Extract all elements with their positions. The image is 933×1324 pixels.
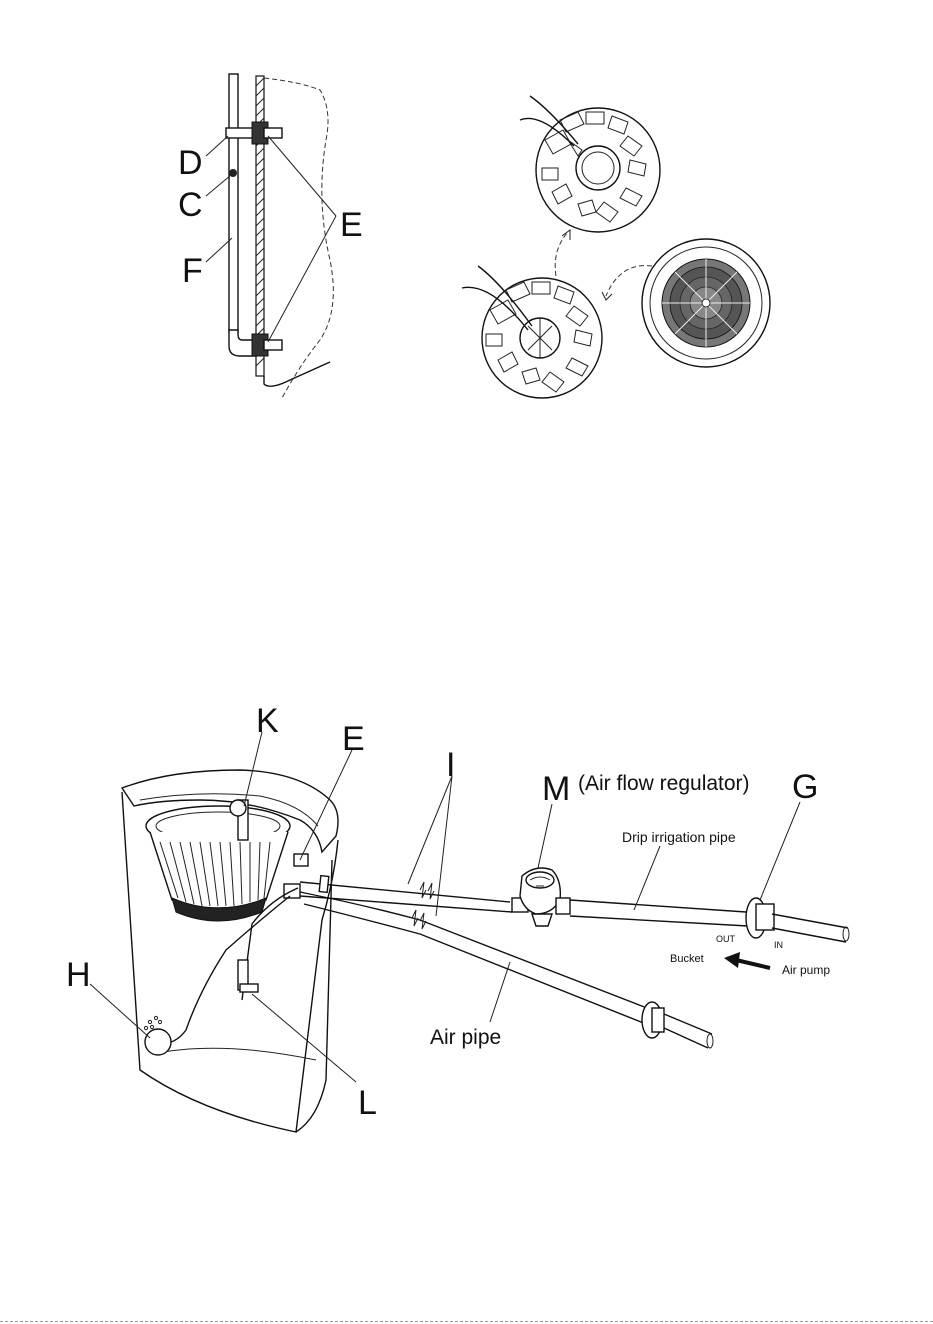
air-pipe-grommet xyxy=(642,1002,664,1038)
label-m-desc: (Air flow regulator) xyxy=(578,772,750,795)
leader-f xyxy=(206,238,232,262)
label-out: OUT xyxy=(716,934,736,944)
leader-d xyxy=(206,136,228,156)
leader-g xyxy=(760,802,800,900)
magnifier-upper xyxy=(520,96,660,232)
label-i: I xyxy=(446,746,455,784)
bucket-bottom xyxy=(264,362,330,386)
label-e-bottom: E xyxy=(342,720,365,758)
regulator-m xyxy=(512,868,570,926)
flow-arrow xyxy=(736,960,770,968)
label-l: L xyxy=(358,1084,377,1122)
assembly-figure: K E I M (Air flow regulator) G Drip irri… xyxy=(66,702,849,1132)
leader-drip xyxy=(634,846,660,910)
grommet-e2 xyxy=(294,854,308,866)
label-d: D xyxy=(178,144,203,182)
label-m: M xyxy=(542,770,570,808)
mounting-section-figure: D C F E xyxy=(178,74,363,398)
magnifier-lower xyxy=(462,266,602,398)
label-k: K xyxy=(256,702,279,740)
label-air-pipe: Air pipe xyxy=(430,1026,501,1049)
grommet-bottom-pipe xyxy=(264,340,282,350)
page-edge-rule xyxy=(0,1321,933,1322)
label-in: IN xyxy=(774,940,783,950)
leader-m xyxy=(538,804,552,868)
air-stone-h xyxy=(145,1029,171,1055)
leader-c xyxy=(206,175,231,196)
bucket-wall xyxy=(256,76,264,376)
arrow-to-upper xyxy=(555,232,568,276)
basket-cutting-figure xyxy=(462,96,770,398)
label-g: G xyxy=(792,768,818,806)
label-e: E xyxy=(340,206,363,244)
label-f: F xyxy=(182,252,203,290)
grommet-top-pipe xyxy=(264,128,282,138)
pipe-f xyxy=(229,74,238,332)
connector-g xyxy=(746,898,774,938)
leader-air-pipe xyxy=(490,962,510,1022)
label-c: C xyxy=(178,186,203,224)
label-h: H xyxy=(66,956,91,994)
label-bucket: Bucket xyxy=(670,953,704,965)
basket-top-view xyxy=(642,239,770,367)
label-air-pump: Air pump xyxy=(782,963,830,977)
label-drip-pipe: Drip irrigation pipe xyxy=(622,829,736,845)
